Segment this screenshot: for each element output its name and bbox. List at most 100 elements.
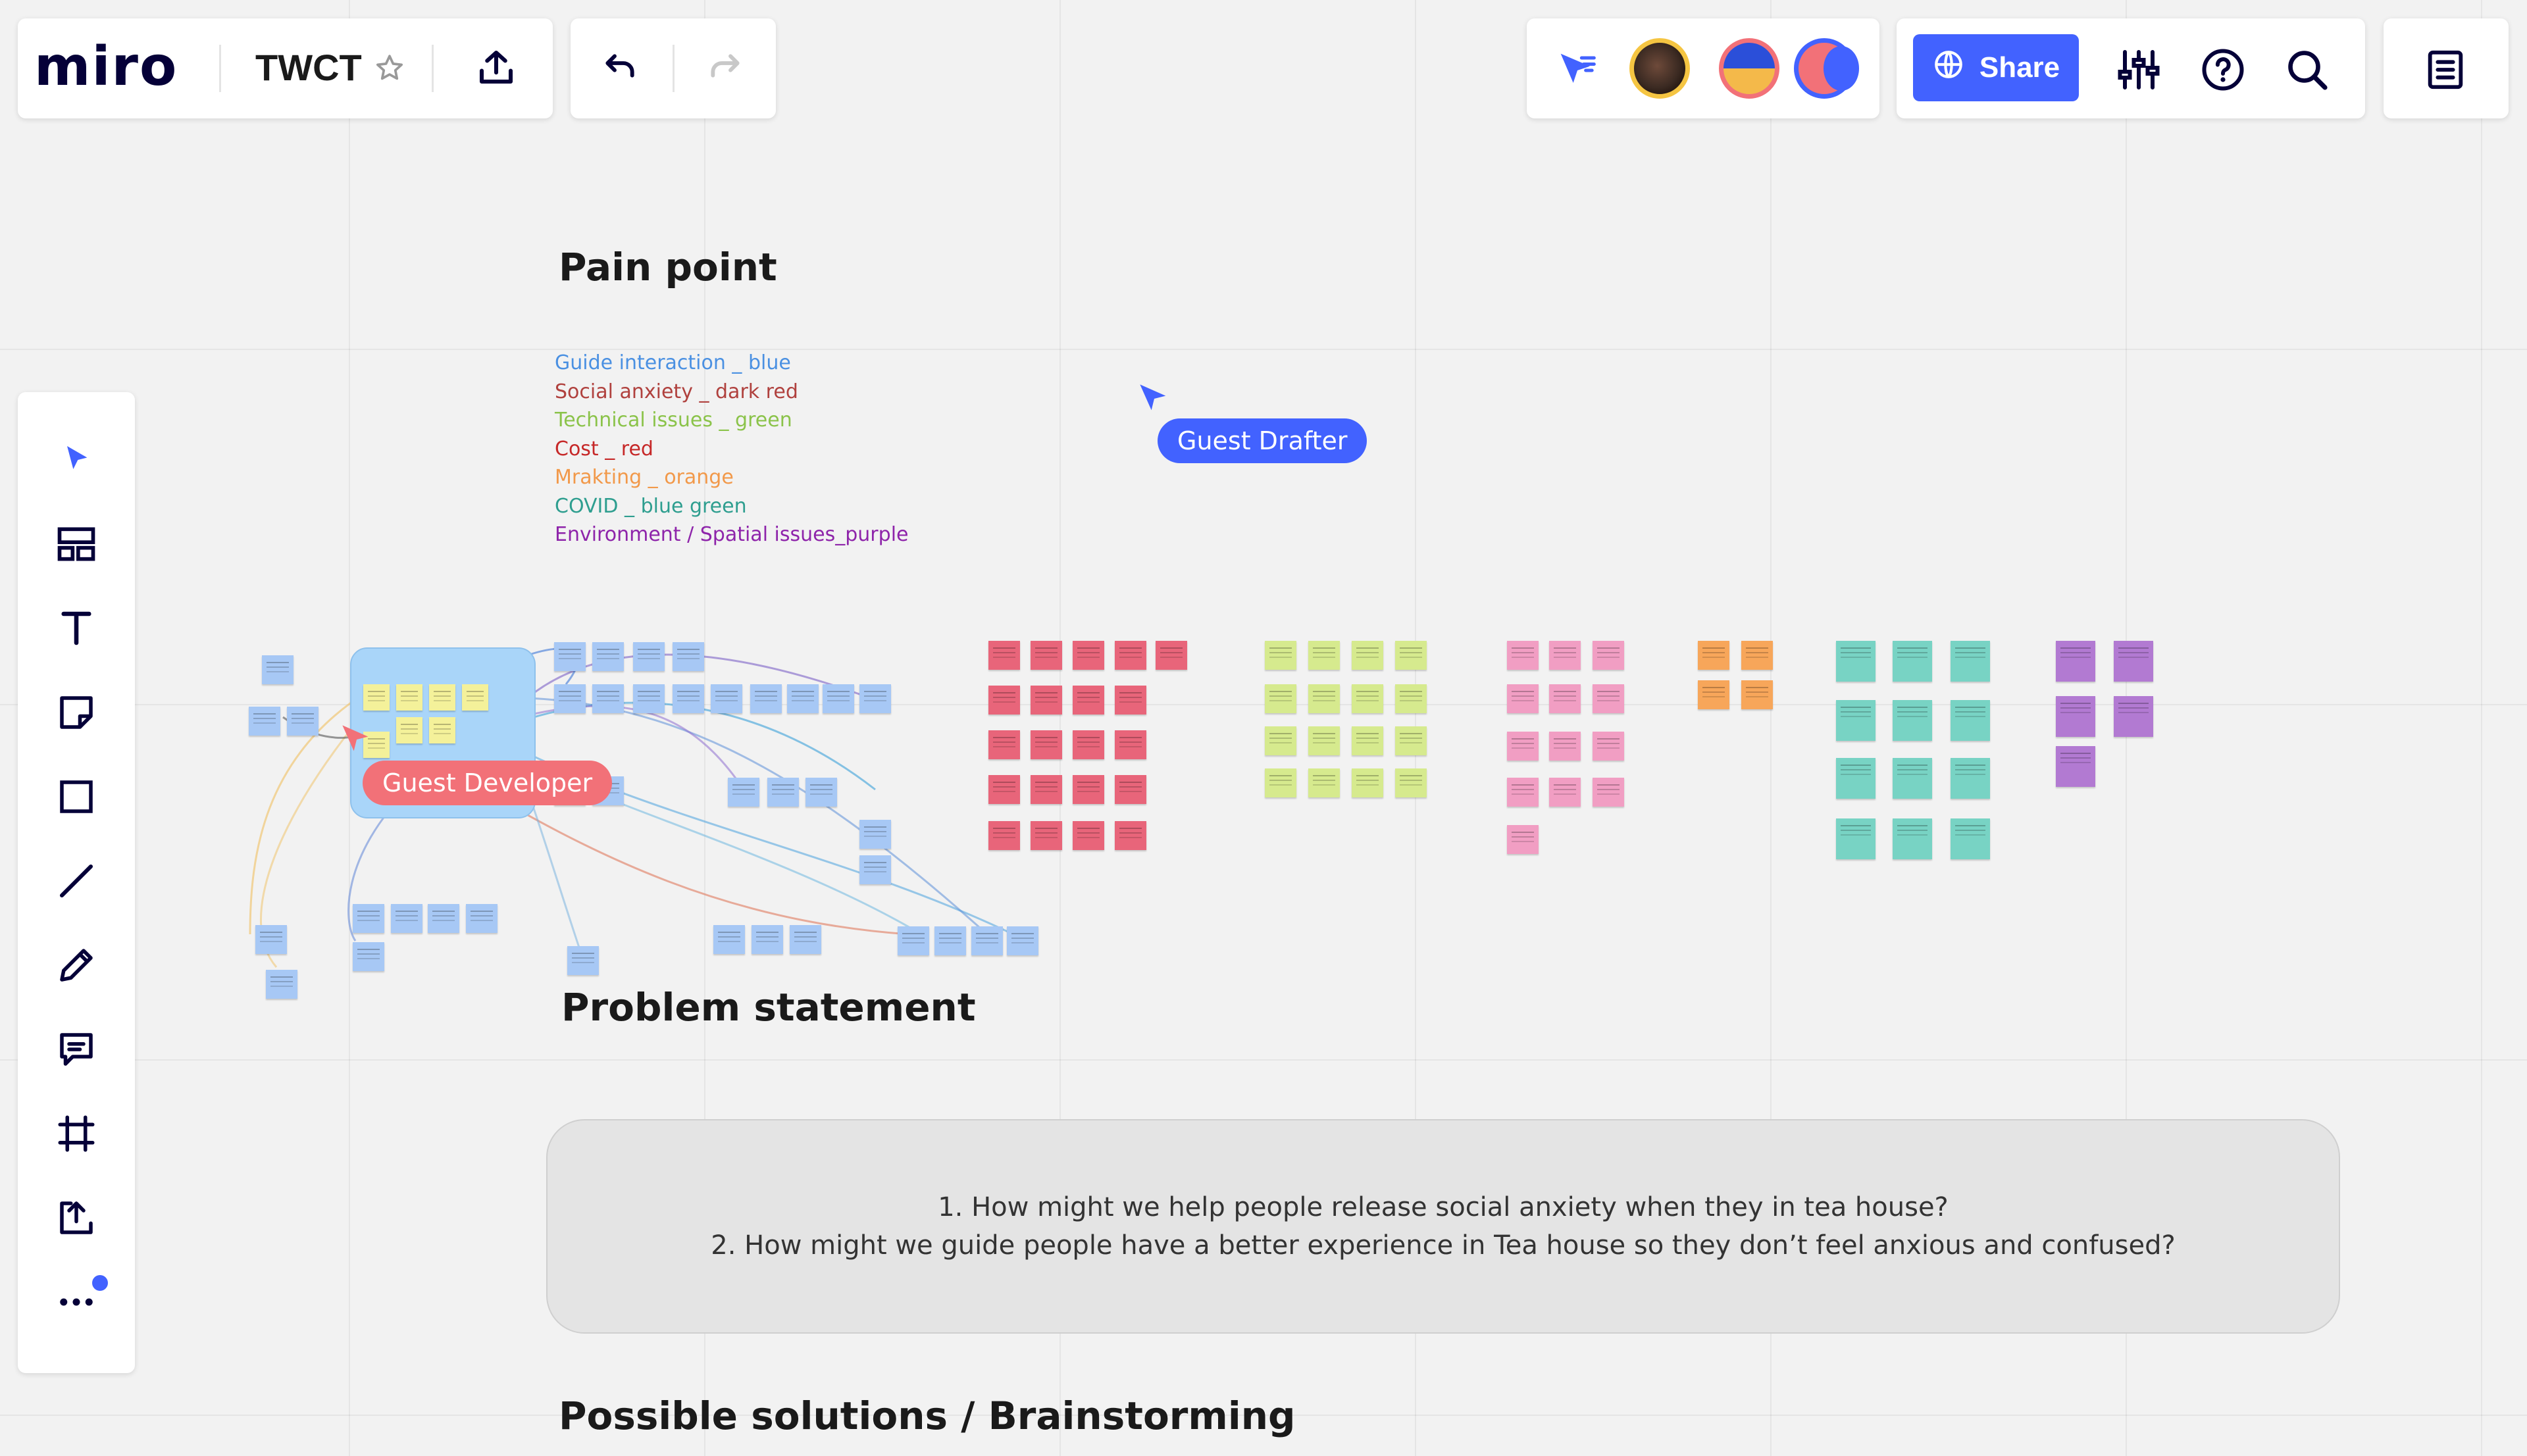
sticky-note[interactable]	[859, 855, 891, 884]
sticky-note[interactable]	[1073, 821, 1104, 850]
sticky-note[interactable]	[1507, 641, 1539, 670]
sticky-note[interactable]	[1007, 926, 1038, 955]
select-icon[interactable]	[47, 430, 106, 490]
sticky-note[interactable]	[1698, 641, 1729, 670]
sticky-note[interactable]	[934, 926, 966, 955]
board-title[interactable]: TWCT	[255, 47, 362, 88]
search-icon[interactable]	[2277, 39, 2337, 100]
text-icon[interactable]	[47, 599, 106, 658]
sticky-note[interactable]	[1115, 730, 1146, 759]
sticky-note[interactable]	[767, 778, 799, 807]
sticky-note[interactable]	[1115, 775, 1146, 804]
sticky-note[interactable]	[2056, 746, 2095, 787]
sticky-note[interactable]	[554, 642, 586, 671]
sticky-note[interactable]	[1031, 821, 1062, 850]
sticky-note[interactable]	[1031, 730, 1062, 759]
redo-icon[interactable]	[698, 41, 753, 96]
sticky-note[interactable]	[428, 904, 459, 933]
sticky-note[interactable]	[592, 642, 624, 671]
problem-statement-title[interactable]: Problem statement	[561, 985, 976, 1030]
sticky-note[interactable]	[1073, 686, 1104, 715]
sticky-note[interactable]	[1308, 684, 1340, 713]
sticky-note[interactable]	[633, 642, 665, 671]
sticky-note[interactable]	[1593, 732, 1624, 761]
sticky-note[interactable]	[1265, 768, 1296, 797]
sticky-note[interactable]	[711, 684, 742, 713]
sticky-note[interactable]	[750, 684, 782, 713]
sticky-note[interactable]	[790, 925, 821, 954]
sticky-note[interactable]	[592, 684, 624, 713]
color-legend[interactable]: Guide interaction _ blue Social anxiety …	[555, 349, 908, 549]
settings-icon[interactable]	[2108, 39, 2169, 100]
sticky-note[interactable]	[1507, 684, 1539, 713]
sticky-note[interactable]	[249, 707, 280, 736]
sticky-note[interactable]	[1549, 641, 1581, 670]
sticky-note[interactable]	[1698, 680, 1729, 709]
sticky-note[interactable]	[554, 684, 586, 713]
sticky-note[interactable]	[988, 775, 1020, 804]
miro-logo[interactable]: miro	[34, 36, 178, 98]
sticky-note[interactable]	[988, 641, 1020, 670]
sticky-note[interactable]	[859, 684, 891, 713]
sticky-note[interactable]	[429, 684, 455, 711]
sticky-note[interactable]	[898, 926, 929, 955]
sticky-note[interactable]	[353, 942, 384, 971]
sticky-note[interactable]	[1395, 768, 1427, 797]
sticky-note[interactable]	[1549, 732, 1581, 761]
sticky-note[interactable]	[633, 684, 665, 713]
sticky-note[interactable]	[391, 904, 422, 933]
sticky-note[interactable]	[1115, 821, 1146, 850]
sticky-note[interactable]	[2056, 641, 2095, 682]
sticky-note[interactable]	[713, 925, 745, 954]
sticky-note[interactable]	[1836, 641, 1876, 682]
sticky-note[interactable]	[1265, 641, 1296, 670]
sticky-note[interactable]	[1951, 700, 1990, 741]
sticky-note[interactable]	[287, 707, 319, 736]
avatar[interactable]	[1719, 38, 1779, 99]
sticky-note[interactable]	[1265, 726, 1296, 755]
sticky-note[interactable]	[2114, 641, 2153, 682]
star-icon[interactable]	[369, 47, 411, 89]
sticky-note[interactable]	[1395, 726, 1427, 755]
sticky-note[interactable]	[1593, 641, 1624, 670]
sticky-note[interactable]	[567, 946, 599, 975]
sticky-note[interactable]	[1836, 818, 1876, 859]
sticky-note[interactable]	[2114, 696, 2153, 737]
sticky-note[interactable]	[1507, 825, 1539, 854]
comment-icon[interactable]	[47, 1020, 106, 1079]
sticky-note[interactable]	[363, 684, 390, 711]
pen-icon[interactable]	[47, 936, 106, 995]
reactions-icon[interactable]	[1548, 41, 1607, 100]
sticky-note[interactable]	[823, 684, 854, 713]
sticky-note[interactable]	[353, 904, 384, 933]
sticky-note[interactable]	[1031, 775, 1062, 804]
sticky-note[interactable]	[1549, 778, 1581, 807]
sticky-note[interactable]	[1352, 726, 1383, 755]
sticky-note[interactable]	[396, 684, 422, 711]
sticky-note[interactable]	[1073, 641, 1104, 670]
sticky-note[interactable]	[1836, 700, 1876, 741]
sticky-note[interactable]	[429, 717, 455, 743]
sticky-note[interactable]	[1741, 680, 1773, 709]
undo-icon[interactable]	[592, 41, 648, 96]
sticky-note[interactable]	[859, 820, 891, 849]
sticky-note[interactable]	[1115, 686, 1146, 715]
sticky-note[interactable]	[1308, 768, 1340, 797]
more-icon[interactable]	[47, 1272, 106, 1332]
help-icon[interactable]	[2193, 39, 2253, 100]
sticky-note[interactable]	[1951, 758, 1990, 799]
upload-icon[interactable]	[469, 39, 524, 95]
sticky-note[interactable]	[673, 684, 704, 713]
problem-statement-box[interactable]: 1. How might we help people release soci…	[546, 1119, 2340, 1334]
sticky-note[interactable]	[988, 821, 1020, 850]
sticky-note-icon[interactable]	[47, 683, 106, 742]
sticky-note[interactable]	[466, 904, 498, 933]
sticky-note[interactable]	[1593, 684, 1624, 713]
sticky-note[interactable]	[462, 684, 488, 711]
templates-icon[interactable]	[47, 515, 106, 574]
sticky-note[interactable]	[1893, 641, 1932, 682]
sticky-note[interactable]	[1352, 684, 1383, 713]
sticky-note[interactable]	[266, 970, 297, 999]
sticky-note[interactable]	[363, 732, 390, 758]
sticky-note[interactable]	[752, 925, 783, 954]
